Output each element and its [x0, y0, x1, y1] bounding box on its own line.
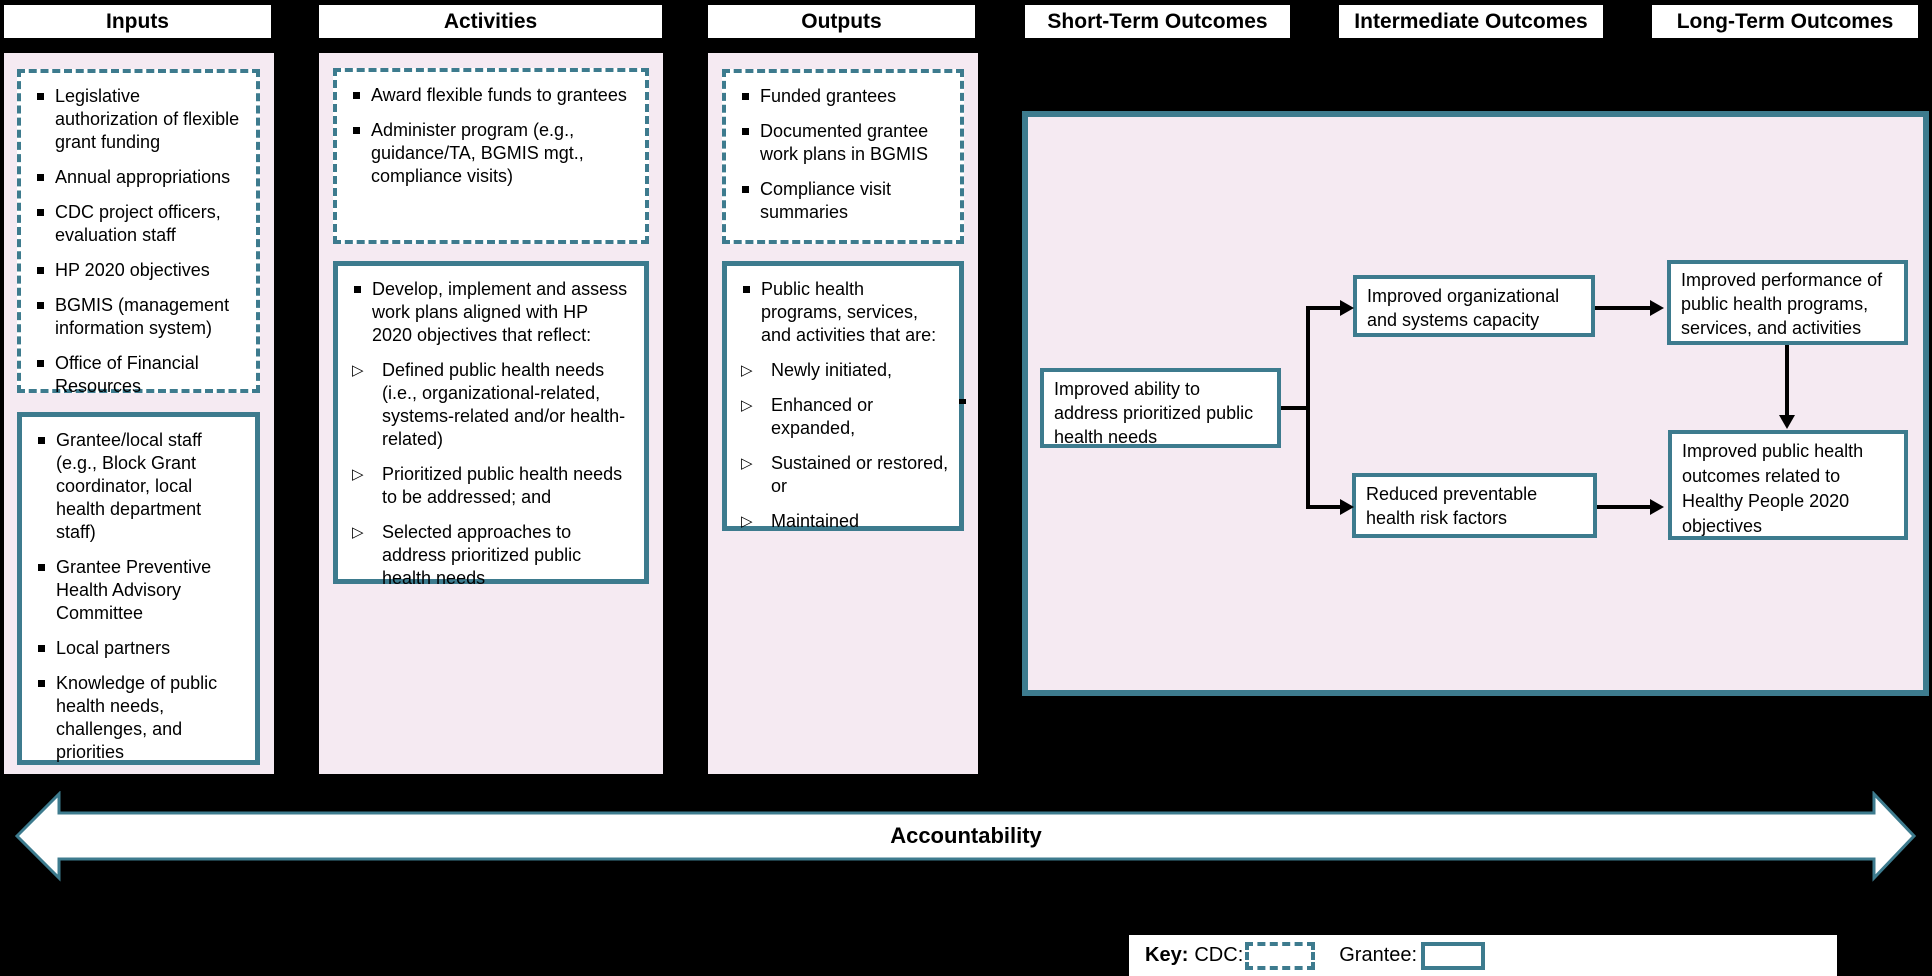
list-item: Local partners: [32, 637, 241, 660]
list-item: Maintained: [737, 510, 949, 533]
list-item: Annual appropriations: [31, 166, 242, 189]
key-bar: Key: CDC: Grantee:: [1129, 935, 1837, 976]
list-item: Public health programs, services, and ac…: [737, 278, 941, 347]
list-item: Develop, implement and assess work plans…: [348, 278, 630, 347]
list-item: Sustained or restored, or: [737, 452, 949, 498]
arrowhead-down-long-bottom: [1779, 415, 1795, 429]
accountability-arrow: [15, 791, 1916, 882]
activities-cdc-list: Award flexible funds to grantees Adminis…: [337, 72, 645, 208]
branch-bottom-line: [1306, 505, 1342, 509]
list-item: Award flexible funds to grantees: [347, 84, 631, 107]
list-item: Office of Financial Resources: [31, 352, 242, 398]
header-activities: Activities: [319, 5, 662, 38]
list-item: Documented grantee work plans in BGMIS: [736, 120, 940, 166]
header-inputs: Inputs: [4, 5, 271, 38]
list-item: Compliance visit summaries: [736, 178, 940, 224]
list-item: Legislative authorization of flexible gr…: [31, 85, 242, 154]
intermediate-outcome-top-box: Improved organizational and systems capa…: [1353, 275, 1595, 337]
outputs-cdc-box: Funded grantees Documented grantee work …: [722, 69, 964, 244]
list-item: Prioritized public health needs to be ad…: [348, 463, 634, 509]
grantee-solid-swatch-icon: [1421, 941, 1486, 970]
cdc-dashed-swatch-icon: [1245, 941, 1316, 970]
header-outputs: Outputs: [708, 5, 975, 38]
accountability-label: Accountability: [890, 823, 1042, 848]
short-term-outcome-box: Improved ability to address prioritized …: [1040, 368, 1281, 448]
list-item: CDC project officers, evaluation staff: [31, 201, 242, 247]
key-grantee-label: Grantee:: [1339, 944, 1418, 966]
list-item: Newly initiated,: [737, 359, 949, 382]
activities-grantee-sublist: Defined public health needs (i.e., organ…: [338, 359, 644, 610]
arrowhead-long-term-bottom: [1650, 499, 1664, 515]
line-long-top-down: [1785, 345, 1789, 417]
key-cdc-label: CDC:: [1194, 944, 1244, 966]
intermediate-outcome-bottom-box: Reduced preventable health risk factors: [1352, 473, 1597, 538]
inputs-grantee-list: Grantee/local staff (e.g., Block Grant c…: [22, 417, 255, 784]
arrowhead-intermediate-bottom: [1340, 499, 1354, 515]
line-intermediate-top-to-long-top: [1595, 306, 1652, 310]
activities-cdc-box: Award flexible funds to grantees Adminis…: [333, 68, 649, 244]
outputs-grantee-lead: Public health programs, services, and ac…: [727, 266, 959, 347]
arrowhead-intermediate-top: [1340, 300, 1354, 316]
list-item: Grantee/local staff (e.g., Block Grant c…: [32, 429, 241, 544]
arrowhead-long-term-top: [1650, 300, 1664, 316]
list-item: Administer program (e.g., guidance/TA, B…: [347, 119, 631, 188]
branch-top-line: [1306, 306, 1342, 310]
header-long-term-outcomes: Long-Term Outcomes: [1652, 5, 1918, 38]
header-short-term-outcomes: Short-Term Outcomes: [1025, 5, 1290, 38]
outputs-cdc-list: Funded grantees Documented grantee work …: [726, 73, 960, 244]
inputs-cdc-list: Legislative authorization of flexible gr…: [21, 73, 256, 418]
header-intermediate-outcomes: Intermediate Outcomes: [1339, 5, 1603, 38]
line-intermediate-bottom-to-long-bottom: [1597, 505, 1652, 509]
list-item: HP 2020 objectives: [31, 259, 242, 282]
long-term-outcome-bottom-box: Improved public health outcomes related …: [1668, 430, 1908, 540]
list-item: Enhanced or expanded,: [737, 394, 949, 440]
branch-vertical-line: [1306, 306, 1310, 509]
list-item: BGMIS (management information system): [31, 294, 242, 340]
key-title: Key:: [1145, 944, 1189, 966]
activities-grantee-box: Develop, implement and assess work plans…: [333, 261, 649, 588]
list-item: Grantee Preventive Health Advisory Commi…: [32, 556, 241, 625]
inputs-cdc-box: Legislative authorization of flexible gr…: [17, 69, 260, 396]
list-item: Funded grantees: [736, 85, 940, 108]
list-item: Selected approaches to address prioritiz…: [348, 521, 634, 590]
activities-grantee-lead: Develop, implement and assess work plans…: [338, 266, 644, 347]
inputs-grantee-box: Grantee/local staff (e.g., Block Grant c…: [17, 412, 260, 765]
list-item: Knowledge of public health needs, challe…: [32, 672, 241, 764]
long-term-outcome-top-box: Improved performance of public health pr…: [1667, 260, 1908, 345]
list-item: Defined public health needs (i.e., organ…: [348, 359, 634, 451]
outputs-connector-stub: [959, 399, 966, 404]
outputs-grantee-box: Public health programs, services, and ac…: [722, 261, 964, 533]
connector-short-to-branch: [1281, 406, 1308, 410]
outputs-grantee-sublist: Newly initiated, Enhanced or expanded, S…: [727, 359, 959, 553]
